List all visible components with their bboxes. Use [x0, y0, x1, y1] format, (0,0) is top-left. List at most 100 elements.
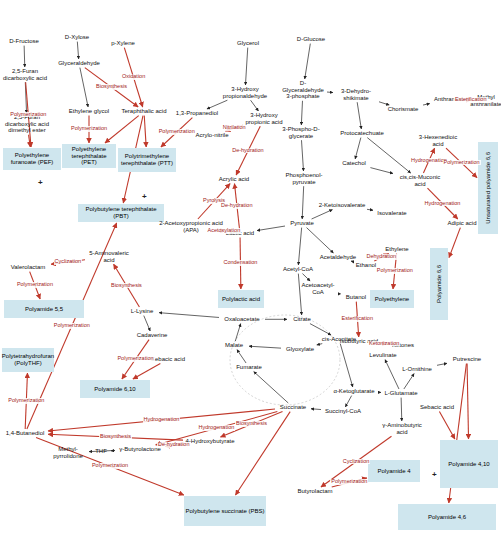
node-text: Ethanol [356, 262, 376, 269]
node-text: Phosphoenol-pyruvate [282, 172, 326, 185]
reaction-label: Polymerization [53, 323, 91, 329]
node-text: Sebacic acid [420, 404, 454, 411]
compound-node: Succinate [276, 404, 310, 411]
node-text: Polybutylene succinate (PBS) [185, 508, 264, 515]
compound-node: Adipic acid [444, 220, 480, 227]
node-text: Fumarate [236, 364, 262, 371]
compound-node: 3-Hydroxy propionic acid [244, 112, 284, 125]
metabolic-arrow [302, 186, 303, 219]
compound-node: 3-Hydroxy propionaldehyde [218, 86, 272, 99]
synthesis-arrow [51, 260, 85, 264]
compound-node: Acrylic acid [216, 176, 252, 183]
metabolic-arrow [305, 44, 311, 79]
node-text: Oxaloacetate [224, 316, 259, 323]
metabolic-arrow [401, 398, 403, 421]
reaction-label: Polymerization [70, 126, 108, 132]
synthesis-arrow [198, 184, 230, 219]
node-text: Ethylene glycol [69, 108, 109, 115]
compound-node: Acetyl-CoA [280, 266, 316, 273]
node-text: Isovalerate [377, 210, 406, 217]
reaction-label: De-hydration [220, 203, 254, 209]
compound-node: Acetaldehyde [318, 254, 358, 261]
metabolic-arrow [351, 261, 353, 263]
reaction-label: Hydrogenation [198, 425, 236, 431]
node-text: Glycerol [237, 40, 259, 47]
reaction-label: Polymerization [9, 112, 47, 118]
compound-node: Acrylo-nitrile [194, 132, 230, 139]
node-text: Polybutylene terephthalate (PBT) [79, 206, 163, 219]
metabolic-arrow [144, 316, 150, 331]
reaction-label: Esterification [454, 97, 488, 103]
metabolic-arrow [437, 363, 447, 365]
node-text: α-Ketoglutarate [333, 388, 374, 395]
polymer-box: Polyethylene terephthalate (PET) [62, 144, 116, 168]
polymer-box: Polylactic acid [218, 290, 264, 308]
compound-node: Phosphoenol-pyruvate [282, 172, 326, 185]
synthesis-arrow [48, 409, 275, 431]
node-text: Polyamide 4,6 [428, 514, 466, 521]
compound-node: 5-Aminovaleric acid [86, 250, 132, 263]
node-text: Acetoacetyl-CoA [296, 282, 340, 295]
compound-node: Glycerol [230, 40, 266, 47]
compound-node: Protocatechuate [338, 130, 386, 137]
compound-node: α-Ketoglutarate [330, 388, 378, 395]
reaction-label: Polymerization [116, 356, 154, 362]
synthesis-arrow [48, 434, 183, 440]
node-text: Polyethylene terephthalate (PET) [63, 146, 115, 166]
compound-node: Acetoacetyl-CoA [296, 282, 340, 295]
reaction-label: Polymerization [330, 479, 368, 485]
compound-node: cis,cis-Muconic acid [394, 174, 446, 187]
metabolic-arrow [249, 346, 281, 348]
metabolic-arrow [379, 102, 389, 105]
metabolic-arrow [251, 100, 259, 111]
compound-node: Pyruvate [286, 220, 318, 227]
compound-node: Chorismate [384, 106, 422, 113]
node-text: THF [95, 448, 107, 455]
metabolic-arrow [301, 140, 303, 171]
node-text: D-Fructose [9, 38, 39, 45]
metabolic-arrow [159, 313, 219, 318]
metabolic-arrow [311, 408, 321, 410]
node-text: cis,cis-Muconic acid [394, 174, 446, 187]
reaction-label: Esterification [341, 316, 375, 322]
polymer-box: Polyamide 5,5 [4, 300, 84, 318]
polymer-box: Polyamide 4 [368, 460, 420, 482]
node-text: D-Xylose [65, 34, 89, 41]
node-text: Glyceraldehyde [58, 60, 100, 67]
node-text: Acetaldehyde [320, 254, 356, 261]
polymer-box: Unsaturated polyamide 6,6 [478, 142, 498, 234]
node-text: Polyethylene [375, 296, 409, 303]
node-text: Cadaverine [137, 332, 168, 339]
compound-node: 3-Hexenedioic acid [414, 134, 462, 147]
node-text: Methyl-pyrrolidone [48, 446, 88, 459]
metabolic-arrow [367, 138, 410, 173]
reaction-label: Condensation [222, 260, 258, 266]
synthesis-arrow [467, 364, 468, 439]
compound-node: Glyceraldehyde [54, 60, 104, 67]
compound-node: γ-Aminobutyric acid [376, 422, 428, 435]
node-text: Levulinate [369, 352, 396, 359]
node-text: Succinate [280, 404, 306, 411]
polymer-box: Polyamide 4,6 [398, 504, 496, 530]
compound-node: Teraphthalic acid [120, 108, 168, 115]
metabolic-arrow [111, 450, 115, 451]
node-text: Acrylo-nitrile [195, 132, 228, 139]
node-text: Putrescine [453, 356, 481, 363]
reaction-label: Acetoxylation [207, 228, 242, 234]
node-text: Polylactic acid [222, 296, 260, 303]
metabolic-arrow [207, 100, 227, 109]
compound-node: cis-Aconitate [318, 336, 360, 343]
compound-node: 2-Ketoisovalerate [318, 202, 366, 209]
metabolic-arrow [307, 228, 334, 253]
node-text: 3-Dehydro-shikimate [334, 88, 378, 101]
node-text: cis-Aconitate [322, 336, 356, 343]
plus-sign: + [432, 470, 437, 479]
reaction-label: Biosynthesis [235, 421, 268, 427]
node-text: Succinyl-CoA [325, 408, 361, 415]
compound-node: Succinyl-CoA [322, 408, 364, 415]
compound-node: L-Ornithine [398, 366, 436, 373]
synthesis-arrow [235, 412, 290, 495]
node-text: Unsaturated polyamide 6,6 [485, 152, 492, 224]
metabolic-arrow [379, 392, 381, 393]
reaction-label: Polymerization [443, 160, 481, 166]
